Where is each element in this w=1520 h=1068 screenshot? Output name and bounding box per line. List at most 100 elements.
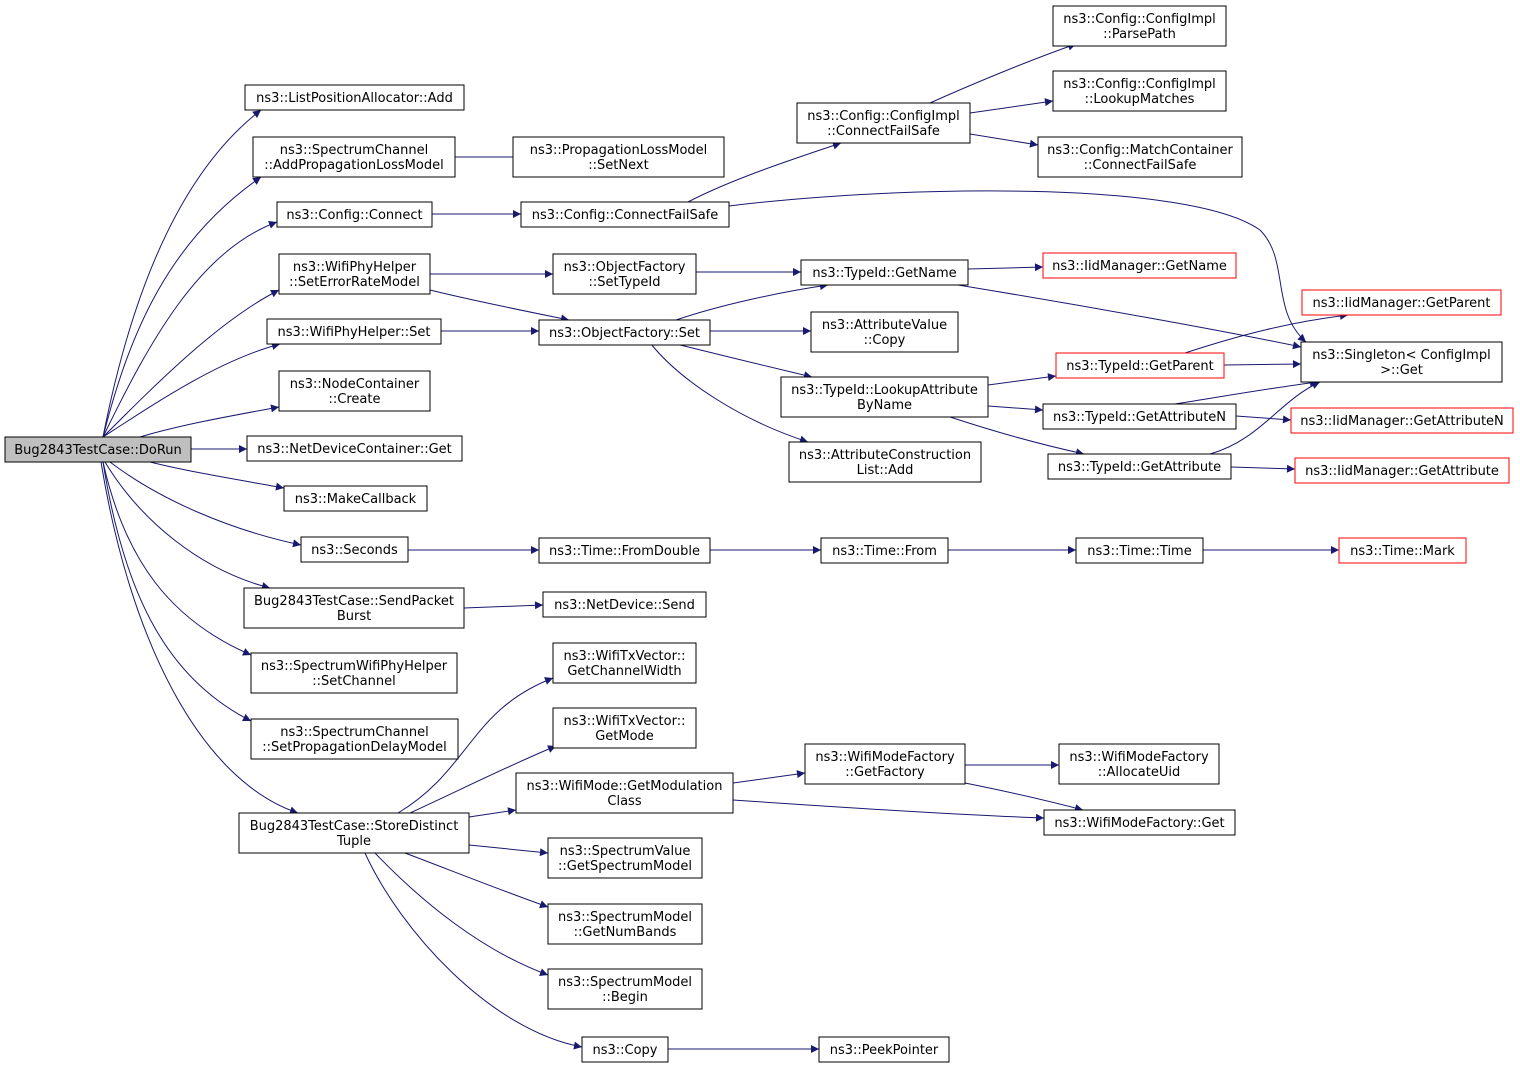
node-box <box>4 436 192 463</box>
node-create[interactable]: ns3::NodeContainer::Create <box>278 370 431 412</box>
node-singleton[interactable]: ns3::Singleton< ConfigImpl>::Get <box>1300 341 1503 383</box>
node-label: ns3::PropagationLossModel <box>530 143 708 158</box>
node-setnext[interactable]: ns3::PropagationLossModel::SetNext <box>512 136 725 178</box>
node-label: ::SetErrorRateModel <box>289 275 420 290</box>
node-time[interactable]: ns3::Time::Time <box>1075 537 1204 564</box>
node-copy[interactable]: ns3::Copy <box>581 1036 669 1063</box>
node-label: ns3::NodeContainer <box>290 377 420 392</box>
node-getchw[interactable]: ns3::WifiTxVector::GetChannelWidth <box>552 642 697 684</box>
node-label: ns3::IidManager::GetAttribute <box>1305 464 1499 479</box>
node-box <box>796 102 971 144</box>
node-wmf_get[interactable]: ns3::WifiModeFactory::Get <box>1043 809 1236 836</box>
node-label: ns3::PeekPointer <box>830 1043 939 1058</box>
node-label: ::ParsePath <box>1103 27 1176 42</box>
node-label: ns3::MakeCallback <box>295 492 417 507</box>
node-box <box>804 743 966 785</box>
edge-getmodcls-to-wmf_getfac <box>732 770 806 784</box>
node-connectfs[interactable]: ns3::Config::ConnectFailSafe <box>520 201 730 228</box>
node-setpdelay[interactable]: ns3::SpectrumChannel::SetPropagationDela… <box>250 718 459 760</box>
node-ofset[interactable]: ns3::ObjectFactory::Set <box>538 319 711 346</box>
node-peek[interactable]: ns3::PeekPointer <box>818 1036 950 1063</box>
node-label: ns3::Config::ConfigImpl <box>1063 12 1216 27</box>
node-label: ::ConnectFailSafe <box>1084 158 1197 173</box>
node-box <box>1300 341 1503 383</box>
node-setchannel[interactable]: ns3::SpectrumWifiPhyHelper::SetChannel <box>250 652 458 694</box>
node-label: ns3::ObjectFactory::Set <box>549 326 700 341</box>
node-label: ns3::Time::Mark <box>1350 544 1455 559</box>
node-seterr[interactable]: ns3::WifiPhyHelper::SetErrorRateModel <box>278 253 431 295</box>
node-box <box>283 485 428 512</box>
node-box <box>246 435 463 462</box>
node-label: ns3::WifiModeFactory::Get <box>1054 816 1224 831</box>
node-box <box>243 587 465 629</box>
node-iid_getattr[interactable]: ns3::IidManager::GetAttribute <box>1294 457 1510 484</box>
node-cfg_cfs[interactable]: ns3::Config::ConfigImpl::ConnectFailSafe <box>796 102 971 144</box>
node-box <box>276 201 433 228</box>
node-root[interactable]: Bug2843TestCase::DoRun <box>4 436 192 463</box>
node-getsm[interactable]: ns3::SpectrumValue::GetSpectrumModel <box>547 837 703 879</box>
node-label: ns3::Config::ConfigImpl <box>807 109 960 124</box>
edge-sendburst-to-ndsend <box>463 601 544 610</box>
node-box <box>266 318 442 345</box>
node-box <box>1294 457 1510 484</box>
node-lookupm[interactable]: ns3::Config::ConfigImpl::LookupMatches <box>1052 70 1227 112</box>
edge-getmodcls-to-wmf_get <box>732 799 1045 822</box>
node-numbands[interactable]: ns3::SpectrumModel::GetNumBands <box>547 903 703 945</box>
node-getmode[interactable]: ns3::WifiTxVector::GetMode <box>552 707 697 749</box>
node-label: ns3::Time::From <box>832 544 937 559</box>
node-addploss[interactable]: ns3::SpectrumChannel::AddPropagationLoss… <box>252 136 456 178</box>
node-label: ns3::TypeId::GetAttributeN <box>1053 410 1226 425</box>
node-label: ns3::SpectrumValue <box>560 844 691 859</box>
node-settypeid[interactable]: ns3::ObjectFactory::SetTypeId <box>552 253 697 295</box>
node-seconds[interactable]: ns3::Seconds <box>300 536 409 563</box>
node-mc_cfs[interactable]: ns3::Config::MatchContainer::ConnectFail… <box>1037 136 1243 178</box>
node-wset[interactable]: ns3::WifiPhyHelper::Set <box>266 318 442 345</box>
node-makecb[interactable]: ns3::MakeCallback <box>283 485 428 512</box>
node-label: ns3::NetDevice::Send <box>554 598 695 613</box>
node-box <box>810 311 959 353</box>
node-getparent[interactable]: ns3::TypeId::GetParent <box>1055 352 1225 379</box>
node-getattrn[interactable]: ns3::TypeId::GetAttributeN <box>1042 403 1237 430</box>
node-connect[interactable]: ns3::Config::Connect <box>276 201 433 228</box>
node-label: ns3::SpectrumChannel <box>280 143 428 158</box>
node-label: ns3::WifiTxVector:: <box>563 714 685 729</box>
node-iid_getname[interactable]: ns3::IidManager::GetName <box>1042 252 1237 279</box>
node-wmf_getfac[interactable]: ns3::WifiModeFactory::GetFactory <box>804 743 966 785</box>
node-box <box>1075 537 1204 564</box>
node-add[interactable]: ns3::ListPositionAllocator::Add <box>244 84 465 111</box>
node-ndsend[interactable]: ns3::NetDevice::Send <box>542 591 707 618</box>
node-parsepath[interactable]: ns3::Config::ConfigImpl::ParsePath <box>1052 5 1227 47</box>
node-getname[interactable]: ns3::TypeId::GetName <box>800 259 969 286</box>
node-iid_getparent[interactable]: ns3::IidManager::GetParent <box>1301 289 1502 316</box>
node-ndget[interactable]: ns3::NetDeviceContainer::Get <box>246 435 463 462</box>
edge-cfg_cfs-to-lookupm <box>969 98 1054 114</box>
node-label: ns3::Time::Time <box>1087 544 1191 559</box>
node-box <box>788 441 982 483</box>
node-box <box>278 370 431 412</box>
node-begin[interactable]: ns3::SpectrumModel::Begin <box>547 968 703 1010</box>
node-getattr[interactable]: ns3::TypeId::GetAttribute <box>1047 453 1232 480</box>
edge-getparent-to-singleton <box>1223 360 1302 369</box>
node-label: GetMode <box>595 729 654 744</box>
edge-lookupattr-to-getattrn <box>987 405 1044 414</box>
node-fromdouble[interactable]: ns3::Time::FromDouble <box>538 537 711 564</box>
edge-root-to-add <box>102 109 262 438</box>
edge-ofset-to-getname <box>675 282 829 321</box>
node-label: ns3::WifiTxVector:: <box>563 649 685 664</box>
node-label: Bug2843TestCase::DoRun <box>14 443 182 458</box>
node-avcopy[interactable]: ns3::AttributeValue::Copy <box>810 311 959 353</box>
node-from[interactable]: ns3::Time::From <box>820 537 949 564</box>
node-box <box>1052 5 1227 47</box>
node-label: ::Create <box>329 392 381 407</box>
node-box <box>1301 289 1502 316</box>
node-mark[interactable]: ns3::Time::Mark <box>1338 537 1467 564</box>
node-box <box>820 537 949 564</box>
node-iid_getattrn[interactable]: ns3::IidManager::GetAttributeN <box>1290 407 1514 434</box>
node-wmf_alloc[interactable]: ns3::WifiModeFactory::AllocateUid <box>1058 743 1220 785</box>
